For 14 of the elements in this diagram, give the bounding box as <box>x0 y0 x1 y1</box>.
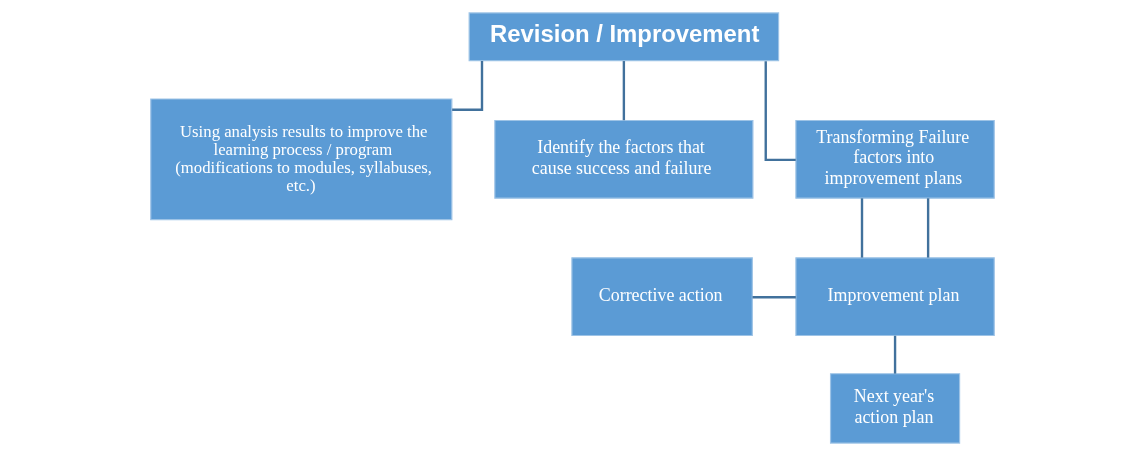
node-box: Using analysis results to improve the learning process / program (modifications to modules, syllabuses, etc.) <box>150 98 453 221</box>
connector <box>764 61 796 162</box>
node-box: Improvement plan <box>795 257 995 337</box>
connector <box>622 61 626 121</box>
connector <box>752 296 796 299</box>
node-box: Identify the factors that cause success and failure <box>494 119 754 199</box>
connector <box>893 335 897 374</box>
node-box: Corrective action <box>571 257 753 337</box>
connector <box>926 198 930 258</box>
node-box: Next year's action plan <box>829 373 961 444</box>
connector <box>452 61 484 111</box>
connector <box>860 198 864 258</box>
node-box: Transforming Failure factors into improvement plans <box>795 119 995 199</box>
node-box: Revision / Improvement <box>468 12 780 62</box>
